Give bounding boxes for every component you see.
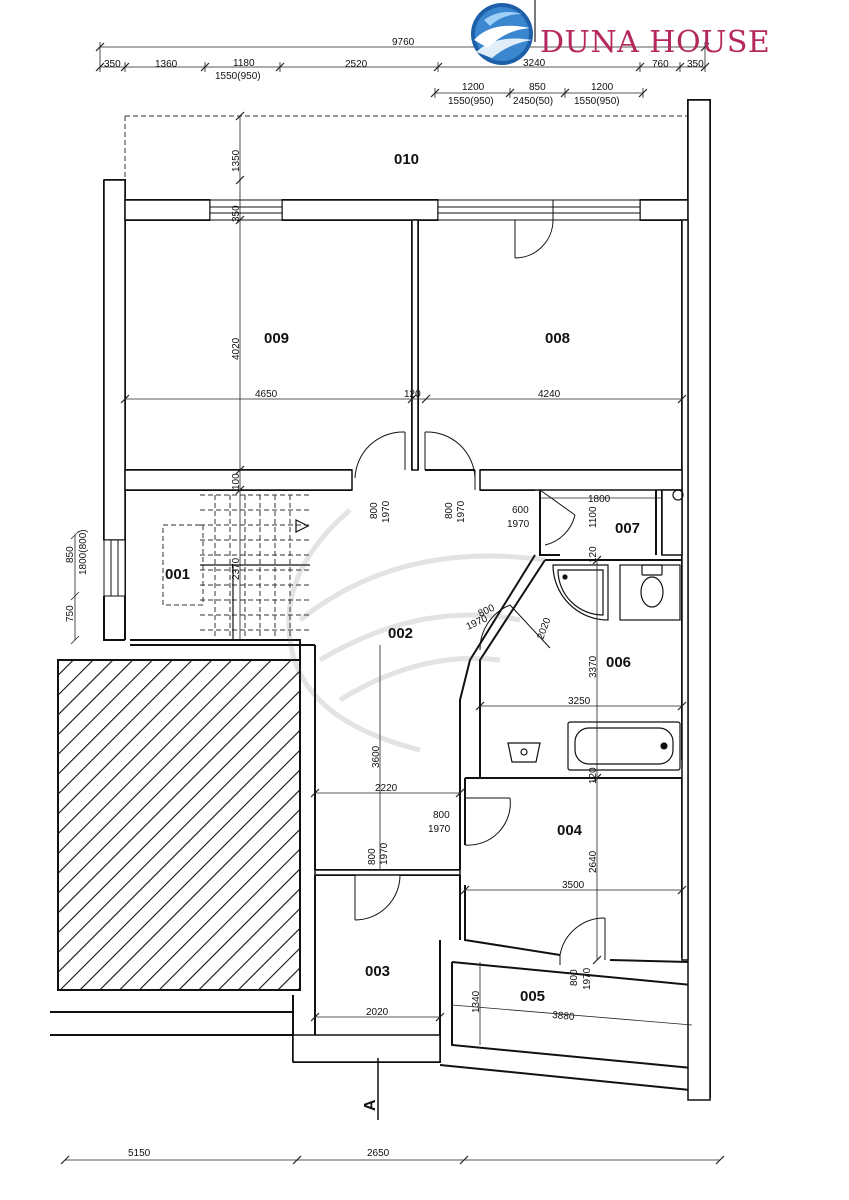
dim-window-1550-b: 1550(950) xyxy=(574,96,620,107)
dim-120-b: 120 xyxy=(588,546,599,563)
dim-door-1970-f: 1970 xyxy=(582,967,593,990)
dim-door-1970-a: 1970 xyxy=(381,500,392,523)
dim-120-c: 120 xyxy=(588,767,599,784)
balcony-outline xyxy=(124,115,688,182)
room-label-003: 003 xyxy=(365,963,390,980)
room-label-004: 004 xyxy=(557,822,583,839)
room-label-008: 008 xyxy=(545,330,570,347)
room-label-006: 006 xyxy=(606,654,631,671)
dim-2640: 2640 xyxy=(588,850,599,873)
dim-door-1970-b: 1970 xyxy=(456,500,467,523)
dim-door-600: 600 xyxy=(512,505,529,516)
dim-door-800-d: 800 xyxy=(433,810,450,821)
dim-top-3240: 3240 xyxy=(523,58,546,69)
sink-icon xyxy=(507,742,541,763)
dim-top-350-left: 350 xyxy=(104,59,121,70)
interior-dimension-ticks xyxy=(60,111,725,1165)
dim-3600: 3600 xyxy=(371,745,382,768)
dim-3370: 3370 xyxy=(588,655,599,678)
dim-2220: 2220 xyxy=(375,783,398,794)
dim-1100: 1100 xyxy=(588,506,599,528)
dim-window-2450: 2450(50) xyxy=(513,96,553,107)
dim-door-1970-d: 1970 xyxy=(428,824,451,835)
dim-window-1550-a: 1550(950) xyxy=(448,96,494,107)
dim-4650: 4650 xyxy=(255,389,278,400)
bathtub-icon xyxy=(567,721,681,771)
top-dimension-ticks xyxy=(95,42,710,98)
interior-dimension-lines xyxy=(65,116,720,1161)
windows xyxy=(103,199,641,597)
dim-door-800-f: 800 xyxy=(569,969,580,986)
dim-bottom-2650: 2650 xyxy=(367,1148,390,1159)
room-label-001: 001 xyxy=(165,566,190,583)
dim-2020-b: 2020 xyxy=(366,1007,389,1018)
dim-350-wall: 350 xyxy=(231,205,242,222)
dim-door-1970-c: 1970 xyxy=(507,519,530,530)
dim-1800: 1800 xyxy=(588,494,611,505)
dim-door-800-e: 800 xyxy=(367,848,378,865)
dim-top-1550: 1550(950) xyxy=(215,71,261,82)
dim-door-800-a: 800 xyxy=(369,502,380,519)
dim-4240: 4240 xyxy=(538,389,561,400)
room-label-002: 002 xyxy=(388,625,413,642)
dim-top-1360: 1360 xyxy=(155,59,178,70)
dim-top-760: 760 xyxy=(652,59,669,70)
toilet-icon xyxy=(641,564,663,576)
doors xyxy=(351,200,606,965)
dim-3250: 3250 xyxy=(568,696,591,707)
room-label-009: 009 xyxy=(264,330,289,347)
wall-fills xyxy=(103,99,711,1101)
dim-1340: 1340 xyxy=(471,990,482,1013)
dim-3500: 3500 xyxy=(562,880,585,891)
wave-logo-icon xyxy=(471,3,533,65)
bathroom-fixtures xyxy=(507,489,684,771)
room-label-007: 007 xyxy=(615,520,640,537)
dim-bottom-5150: 5150 xyxy=(128,1148,151,1159)
dim-door-1970-e: 1970 xyxy=(379,842,390,865)
dim-2020-a: 2020 xyxy=(535,616,553,641)
room-label-005: 005 xyxy=(520,988,545,1005)
dim-1350: 1350 xyxy=(231,149,242,172)
section-mark-letter: A xyxy=(362,1099,379,1111)
dim-100: 100 xyxy=(231,473,242,490)
dim-2370: 2370 xyxy=(231,557,242,580)
dim-3880: 3880 xyxy=(552,1010,576,1023)
stair-handrail xyxy=(200,519,310,640)
dim-door-800-b: 800 xyxy=(444,502,455,519)
left-side-dims xyxy=(70,530,80,645)
dim-window-1200-a: 1200 xyxy=(462,82,485,93)
dim-750: 750 xyxy=(65,605,76,622)
dim-window-1200-b: 1200 xyxy=(591,82,614,93)
hatched-block xyxy=(57,659,301,991)
dim-1800-800: 1800(800) xyxy=(78,529,89,575)
watermark-logo xyxy=(286,508,546,753)
dim-top-1180: 1180 xyxy=(233,58,255,69)
dim-top-350-right: 350 xyxy=(687,59,704,70)
dim-top-2520: 2520 xyxy=(345,59,368,70)
room-label-010: 010 xyxy=(394,151,419,168)
shower-icon xyxy=(552,564,609,621)
dim-120-a: 120 xyxy=(404,389,421,400)
dim-4020: 4020 xyxy=(231,337,242,360)
dim-window-850: 850 xyxy=(529,82,546,93)
dim-850: 850 xyxy=(65,546,76,563)
dim-total-width: 9760 xyxy=(392,37,415,48)
brand-name: DUNA HOUSE xyxy=(540,25,770,60)
